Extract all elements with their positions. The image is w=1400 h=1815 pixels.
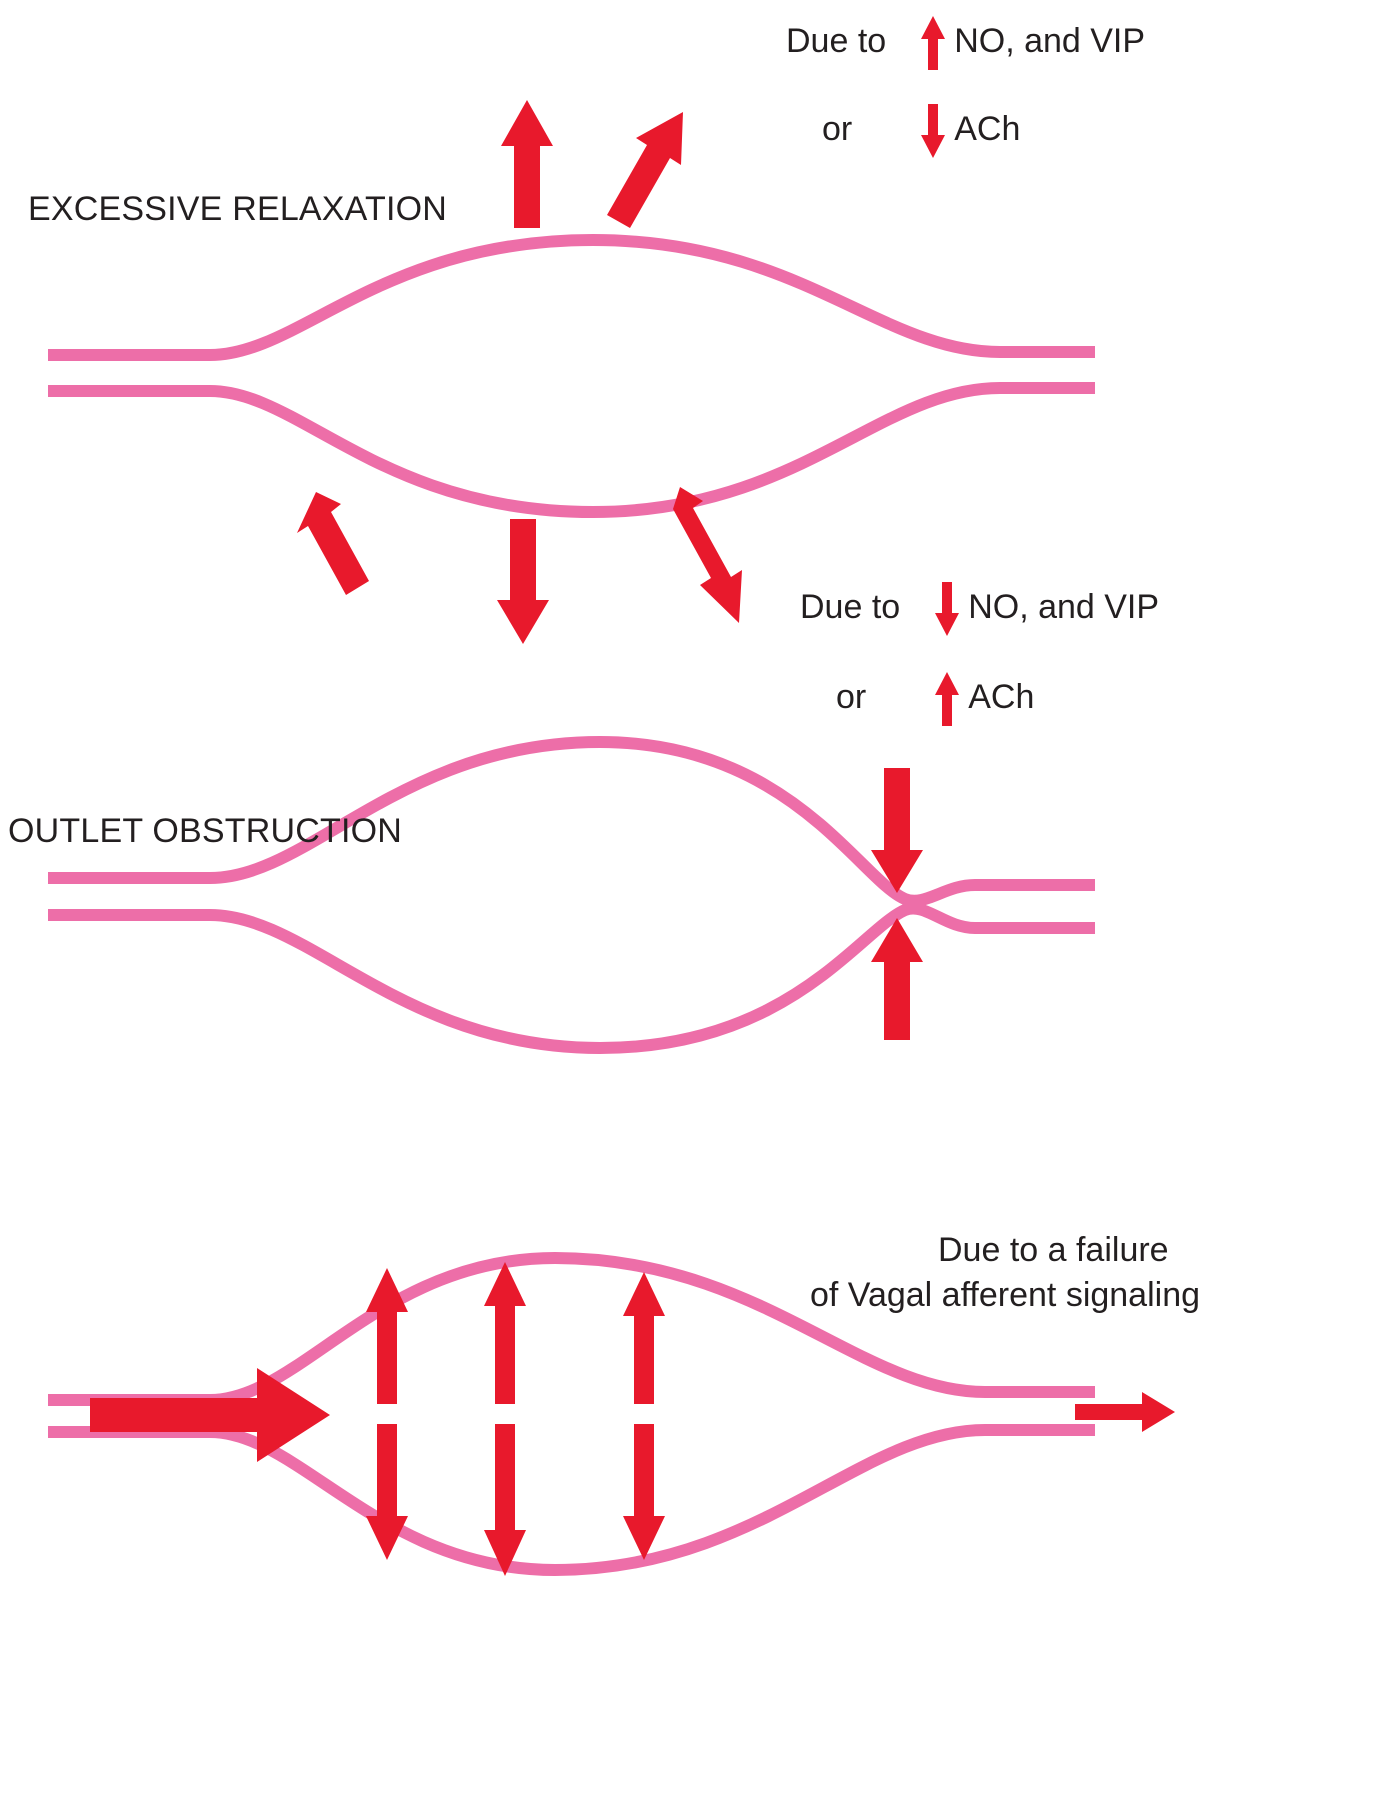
up-arrow-icon [934, 670, 960, 728]
distension-arrow-pair-left [366, 1268, 408, 1560]
upper-wall-dilated [48, 233, 1095, 361]
caption-excessive-relaxation-line-1: Due to NO, and VIP [786, 12, 1145, 70]
down-arrow-icon [934, 580, 960, 638]
expansion-arrow-bottom-center [497, 519, 549, 644]
caption-excessive-relaxation-line-2: or ACh [822, 100, 1020, 158]
caption-prefix: Due to [800, 587, 901, 626]
caption-prefix: Due to [786, 21, 887, 60]
expansion-arrow-top-right [607, 112, 683, 228]
panel-label-excessive-relaxation: EXCESSIVE RELAXATION [28, 190, 448, 228]
distension-arrow-pair-center [484, 1262, 526, 1576]
lower-wall-obstructed [48, 902, 1095, 1055]
caption-line-1: Due to a failure [938, 1231, 1169, 1269]
compression-arrow-top [871, 768, 923, 893]
panel-label-outlet-obstruction: OUTLET OBSTRUCTION [8, 812, 403, 850]
outflow-arrow-thin [1075, 1392, 1175, 1432]
upper-wall-vagal [48, 1251, 1095, 1406]
caption-suffix: ACh [968, 677, 1035, 716]
caption-suffix: NO, and VIP [968, 587, 1160, 626]
up-arrow-icon [920, 14, 946, 72]
distension-arrow-pair-right [623, 1272, 665, 1560]
expansion-arrow-top-center [501, 100, 553, 228]
lower-wall-vagal [48, 1424, 1095, 1577]
caption-suffix: ACh [954, 109, 1021, 148]
expansion-arrow-bottom-left [297, 492, 369, 595]
expansion-arrow-bottom-right [673, 487, 742, 623]
upper-wall-obstructed [48, 735, 1095, 907]
panel-outlet-obstruction [48, 735, 1095, 1055]
caption-outlet-obstruction-line-2: or ACh [836, 668, 1034, 726]
down-arrow-icon [920, 102, 946, 160]
compression-arrow-bottom [871, 918, 923, 1040]
caption-prefix: or [822, 109, 853, 148]
caption-outlet-obstruction-line-1: Due to NO, and VIP [800, 578, 1159, 636]
caption-suffix: NO, and VIP [954, 21, 1146, 60]
panel-vagal-afferent-failure [48, 1251, 1175, 1577]
panel-excessive-relaxation [48, 100, 1095, 644]
lower-wall-dilated [48, 382, 1095, 519]
caption-prefix: or [836, 677, 867, 716]
caption-vagal-afferent-failure: Due to a failure of Vagal afferent signa… [810, 1228, 1200, 1318]
caption-line-2: of Vagal afferent signaling [810, 1275, 1201, 1314]
inflow-arrow-thick [90, 1368, 330, 1462]
